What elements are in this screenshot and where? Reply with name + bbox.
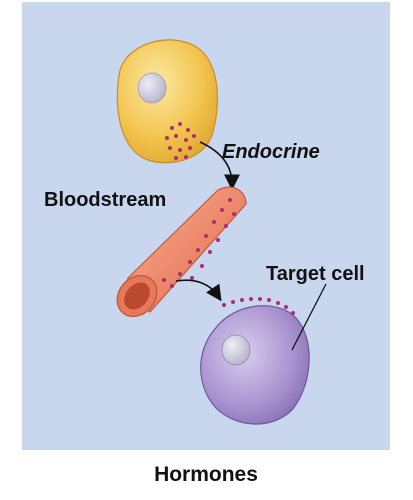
target-cell-leader-line [291, 283, 327, 351]
target-nucleus [221, 334, 251, 366]
secretion-arrow [199, 141, 240, 191]
vessel-hormone-dots [162, 198, 236, 288]
bloodstream-label: Bloodstream [44, 189, 166, 211]
delivery-arrow [175, 279, 222, 302]
endocrine-hormone-dots [165, 122, 196, 160]
receptor-bound-hormone-dots [222, 297, 295, 315]
endocrine-label: Endocrine [222, 141, 320, 163]
endocrine-cell [116, 39, 218, 164]
figure-caption: Hormones [154, 463, 258, 486]
blood-vessel [116, 186, 247, 318]
target-cell-label: Target cell [266, 263, 365, 285]
target-cell [200, 297, 310, 425]
endocrine-nucleus [137, 72, 167, 104]
